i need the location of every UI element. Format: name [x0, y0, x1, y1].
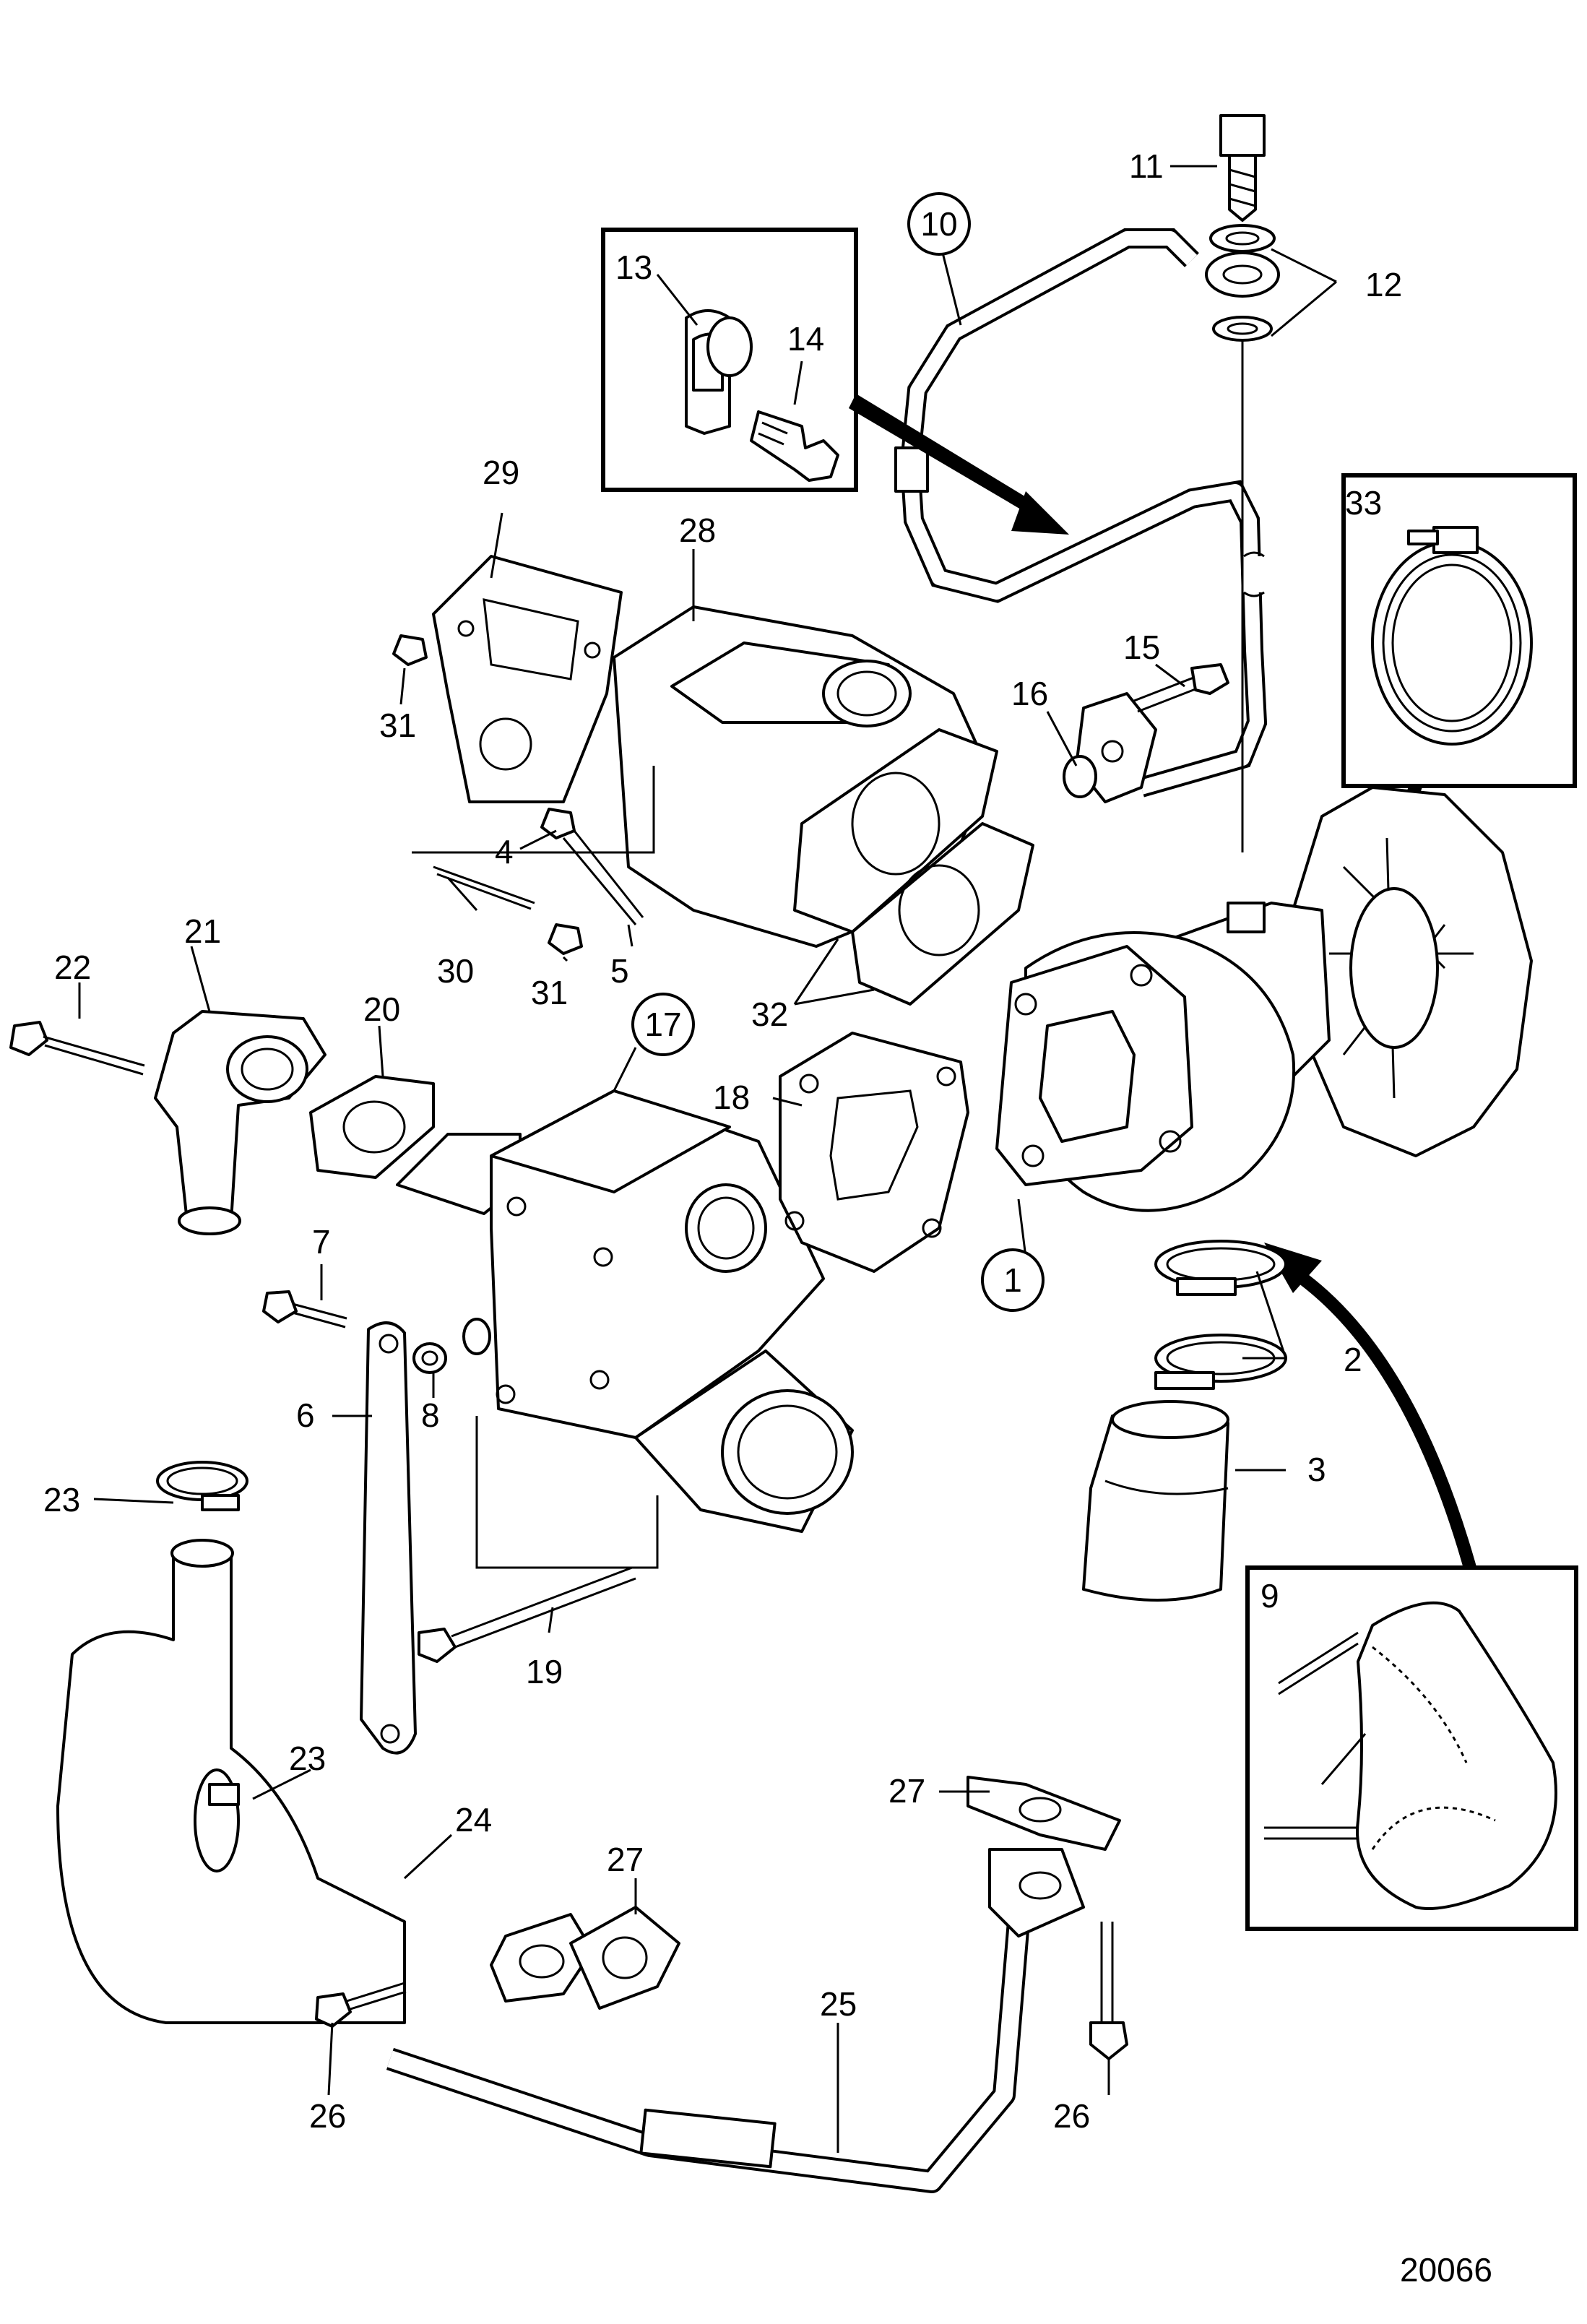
flange-gasket [851, 822, 1034, 1006]
callout-19: 19 [526, 1653, 563, 1690]
long-bolt-19 [418, 1416, 659, 1663]
callout-28: 28 [679, 511, 716, 549]
hose-clamps-2 [1154, 1240, 1287, 1390]
mounting-gasket-29 [432, 555, 623, 803]
outlet-gasket [309, 1075, 435, 1179]
callout-27-left: 27 [607, 1841, 644, 1878]
callout-2: 2 [1344, 1341, 1362, 1378]
callout-33: 33 [1345, 484, 1382, 522]
callout-circle-1 [981, 1248, 1045, 1312]
inset-clamp-detail [601, 228, 858, 492]
water-cooled-elbow [396, 1089, 854, 1533]
callout-15: 15 [1123, 628, 1160, 666]
stud-bolts [392, 634, 655, 955]
callout-16: 16 [1011, 675, 1048, 712]
flange-bolt-26-right [1089, 1922, 1128, 2060]
callout-5: 5 [610, 952, 629, 990]
callout-32: 32 [751, 995, 788, 1033]
callout-8: 8 [421, 1396, 440, 1434]
callout-17: 17 [644, 1006, 681, 1043]
inset-pointer-arrow [849, 394, 1069, 535]
exhaust-manifold [613, 605, 998, 948]
callout-labels: 10 17 1 2 3 4 5 6 7 8 9 11 12 13 14 15 1… [43, 147, 1492, 2289]
shield-pointer-arrow [1264, 1243, 1476, 1570]
outlet-bolt [9, 1021, 145, 1076]
callout-23-upper: 23 [43, 1481, 80, 1519]
pipe-flange-upper [967, 1776, 1121, 1851]
hose-clamp-upper [156, 1461, 248, 1511]
bracket-bolt-7 [262, 1290, 347, 1329]
callout-10: 10 [920, 205, 957, 243]
hose-clamp-lower [194, 1768, 240, 1872]
callout-26-right: 26 [1053, 2097, 1090, 2135]
callout-13: 13 [615, 249, 652, 286]
callout-14: 14 [787, 320, 824, 358]
callout-12: 12 [1365, 266, 1402, 303]
oil-feed-pipe [894, 228, 1268, 798]
callout-6: 6 [296, 1396, 315, 1434]
washer-8 [412, 1342, 447, 1374]
water-outlet-elbow [154, 1010, 327, 1235]
turbocharger [995, 786, 1533, 1212]
callout-leaders [78, 165, 1337, 2153]
drawing-number: 20066 [1400, 2251, 1492, 2289]
callout-4: 4 [495, 833, 514, 871]
callout-3: 3 [1307, 1451, 1326, 1488]
callout-26-left: 26 [309, 2097, 346, 2135]
pipe-flange-lower [490, 1913, 594, 2003]
callout-9: 9 [1260, 1577, 1279, 1615]
callout-24: 24 [455, 1801, 492, 1839]
callout-22: 22 [54, 949, 91, 986]
rubber-sleeve [1082, 1400, 1229, 1602]
callout-21: 21 [184, 912, 221, 950]
support-bracket [360, 1321, 417, 1755]
callout-30: 30 [437, 952, 474, 990]
callout-31-lower: 31 [531, 974, 568, 1011]
callout-1: 1 [1003, 1261, 1022, 1299]
inset-v-band-clamp [1341, 473, 1577, 788]
callout-18: 18 [713, 1079, 750, 1116]
callout-25: 25 [820, 1985, 857, 2023]
callout-23-lower: 23 [289, 1740, 326, 1777]
callout-circle-17 [631, 993, 695, 1056]
callout-circle-10 [907, 192, 971, 256]
banjo-bolt [1219, 114, 1266, 222]
flange-bolt-26-left [315, 1982, 407, 2028]
callout-27-right: 27 [888, 1772, 925, 1810]
callout-29: 29 [483, 454, 519, 491]
elbow-gasket [779, 1032, 969, 1273]
callout-20: 20 [363, 990, 400, 1028]
sealing-washers [1205, 224, 1280, 342]
drain-pipe [386, 1848, 1085, 2193]
callout-7: 7 [312, 1223, 331, 1261]
flange-gasket-27 [569, 1906, 680, 2010]
callout-11: 11 [1129, 147, 1164, 185]
inset-heat-shield [1245, 1565, 1578, 1931]
pipe-sleeve [894, 446, 929, 493]
callout-31-upper: 31 [379, 707, 416, 744]
